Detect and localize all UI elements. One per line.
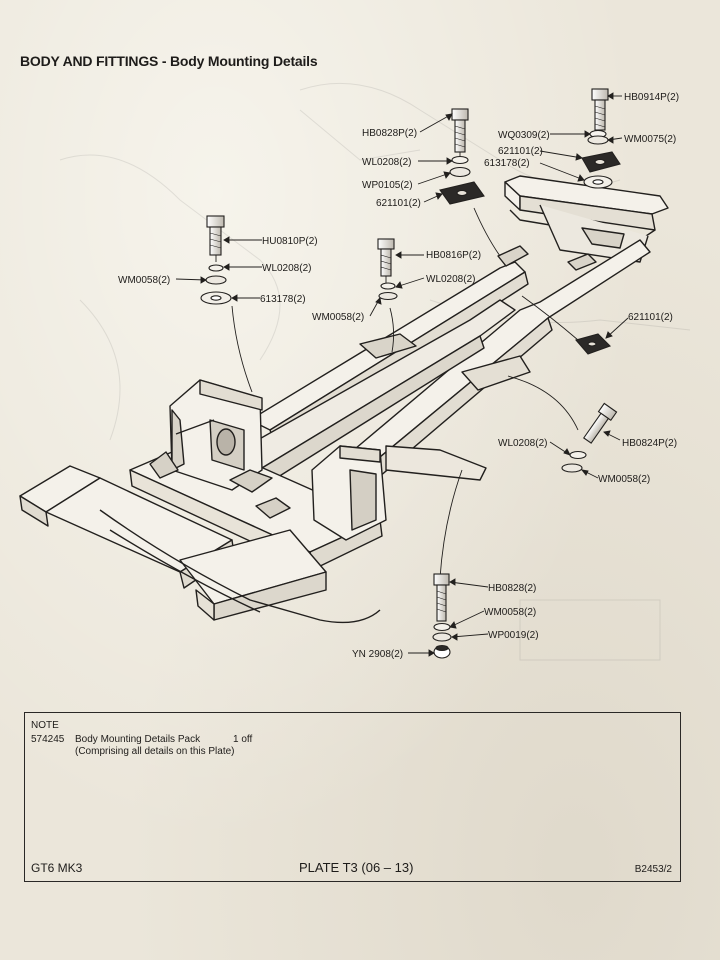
note-heading: NOTE [31,720,59,731]
front-left-fastener-stack [200,215,232,305]
part-label-wm0075: WM0075(2) [624,134,676,145]
note-comment: (Comprising all details on this Plate) [75,746,235,757]
part-label-wl0208-left: WL0208(2) [262,263,311,274]
bolt-shank-icon [209,226,222,256]
right-spacer-plate [575,333,611,355]
drawing-reference: B2453/2 [634,864,672,875]
part-label-wq0309: WQ0309(2) [498,130,550,141]
arrow-icon [449,578,456,586]
arrow-icon [584,130,591,138]
arrow-icon [231,294,238,302]
part-label-hb0816p: HB0816P(2) [426,250,481,261]
arrow-icon [580,469,589,476]
plain-washer-icon [432,632,452,642]
plain-washer-icon [378,291,398,301]
plain-washer-icon [205,275,227,285]
plain-washer-icon [561,463,583,473]
arrow-icon [577,174,585,182]
plate-number: PLATE T3 (06 – 13) [299,860,414,875]
part-label-wl0208-right: WL0208(2) [498,438,547,449]
leader-lines [215,111,601,579]
lock-washer-icon [433,622,451,632]
bolt-shank-icon [436,584,447,622]
part-label-621101-right: 621101(2) [628,312,673,323]
note-panel: NOTE 574245 Body Mounting Details Pack 1… [24,712,681,882]
label-arrows [175,92,629,657]
arrow-icon [451,633,458,641]
arrow-icon [428,649,435,657]
part-label-wm0058-lower: WM0058(2) [484,607,536,618]
part-label-hb0828: HB0828(2) [488,583,536,594]
arrow-icon [563,448,571,456]
bolt-head-icon [451,108,469,121]
bolt-head-icon [377,238,395,250]
part-label-wm0058-left: WM0058(2) [118,275,170,286]
part-label-hb0824p: HB0824P(2) [622,438,677,449]
part-label-wp0019: WP0019(2) [488,630,539,641]
arrow-icon [607,136,614,144]
arrow-icon [443,171,451,179]
bolt-shank-icon [583,412,610,444]
centre-mount-fastener-stack [439,108,485,205]
bolt-shank-icon [454,119,466,153]
arrow-icon [435,192,443,200]
plain-washer-icon [449,166,471,178]
bolt-head-icon [591,88,609,101]
plain-washer-icon [587,135,609,145]
note-part-number: 574245 [31,734,65,745]
right-angled-fastener-stack [561,402,618,473]
part-label-613178-top: 613178(2) [484,158,530,169]
part-label-621101-mid: 621101(2) [376,198,421,209]
lock-washer-icon [451,155,469,165]
arrow-icon [395,251,402,259]
part-label-hb0914p: HB0914P(2) [624,92,679,103]
bolt-head-icon [206,215,225,228]
arrow-icon [200,276,207,284]
note-quantity: 1 off [233,734,253,745]
rear-mount-fastener-stack [581,88,621,189]
arrow-icon [223,263,230,271]
part-label-wl0208-mid: WL0208(2) [426,274,475,285]
arrow-icon [446,157,453,165]
note-description: Body Mounting Details Pack [75,734,201,745]
part-label-yn2908: YN 2908(2) [352,649,403,660]
mid-rail-fastener-stack [377,238,398,301]
arrow-icon [575,153,583,161]
arrow-icon [375,297,382,305]
arrow-icon [605,331,613,339]
lock-washer-icon [569,450,587,460]
lower-fastener-stack [432,573,452,659]
bolt-head-icon [433,573,450,586]
part-label-621101-top: 621101(2) [498,146,543,157]
lock-washer-icon [208,264,224,272]
part-label-hb0828p: HB0828P(2) [362,128,417,139]
chassis-frame [19,175,669,624]
part-label-wp0105: WP0105(2) [362,180,413,191]
part-label-hu0810p: HU0810P(2) [262,236,318,247]
part-labels: HB0914P(2) WQ0309(2) WM0075(2) 621101(2)… [118,92,679,660]
arrow-icon [449,621,457,629]
arrow-icon [603,430,611,437]
part-label-613178-left: 613178(2) [260,294,306,305]
arrow-icon [607,92,614,100]
part-label-wl0208-top: WL0208(2) [362,157,411,168]
model-name: GT6 MK3 [31,861,83,875]
arrow-icon [445,113,453,121]
page-title: BODY AND FITTINGS - Body Mounting Detail… [20,53,318,69]
lock-washer-icon [380,282,396,290]
part-label-wm0058-right: WM0058(2) [598,474,650,485]
arrow-icon [395,281,403,289]
arrow-icon [223,236,230,244]
part-label-wm0058-mid: WM0058(2) [312,312,364,323]
